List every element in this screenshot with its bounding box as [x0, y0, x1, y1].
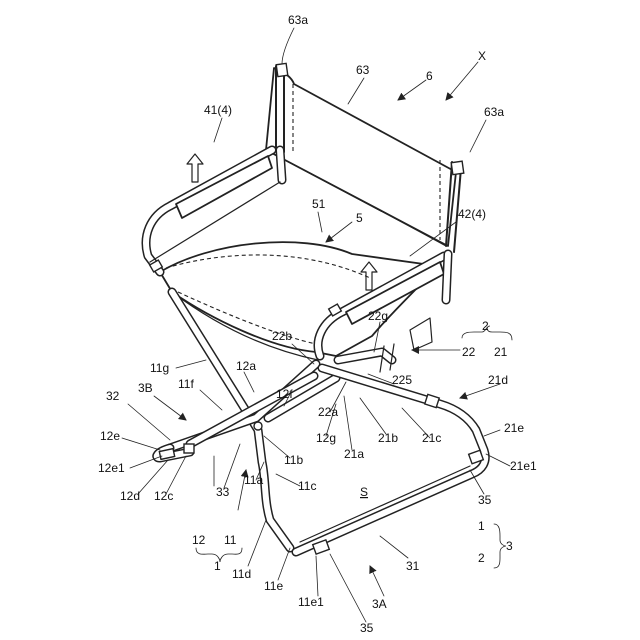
- label-3B: 3B: [138, 381, 153, 395]
- label-11c: 11c: [298, 479, 316, 493]
- label-5: 5: [356, 211, 363, 225]
- label-21a: 21a: [344, 447, 364, 461]
- pivot-33: [254, 422, 262, 430]
- label-35-bottom: 35: [360, 621, 374, 635]
- side-frame-right: [296, 344, 485, 554]
- label-11g: 11g: [150, 361, 169, 375]
- label-11: 11: [224, 533, 237, 547]
- frame-joint-21d: [425, 394, 440, 407]
- label-22a: 22a: [318, 405, 338, 419]
- label-11f: 11f: [178, 377, 194, 391]
- label-63a-right: 63a: [484, 105, 504, 119]
- label-3A: 3A: [372, 597, 387, 611]
- label-11d: 11d: [232, 567, 251, 581]
- foot-cap-12c: [184, 444, 194, 453]
- label-2: 2: [482, 319, 489, 333]
- label-12: 12: [192, 533, 206, 547]
- label-21e1: 21e1: [510, 459, 537, 473]
- label-35-right: 35: [478, 493, 492, 507]
- label-63a-top: 63a: [288, 13, 308, 27]
- label-51: 51: [312, 197, 326, 211]
- label-42-4: 42(4): [458, 207, 486, 221]
- label-33: 33: [216, 485, 230, 499]
- label-S: S: [360, 485, 368, 499]
- backrest-post-cap-left: [276, 63, 288, 76]
- label-12a: 12a: [236, 359, 256, 373]
- label-1-brace: 1: [478, 519, 485, 533]
- label-21b: 21b: [378, 431, 398, 445]
- label-41-4: 41(4): [204, 103, 232, 117]
- label-63: 63: [356, 63, 370, 77]
- lift-arrow-left-icon: [187, 154, 203, 182]
- label-6: 6: [426, 69, 433, 83]
- label-11e: 11e: [264, 579, 283, 593]
- label-11e1: 11e1: [298, 595, 324, 609]
- label-12g: 12g: [316, 431, 336, 445]
- label-X: X: [478, 49, 486, 63]
- label-12d: 12d: [120, 489, 140, 503]
- label-31: 31: [406, 559, 420, 573]
- label-12f: 12f: [276, 387, 293, 401]
- label-11b: 11b: [284, 453, 303, 467]
- backrest-post-cap-right: [451, 161, 464, 174]
- label-21: 21: [494, 345, 508, 359]
- label-12c: 12c: [154, 489, 173, 503]
- backrest: [266, 63, 464, 252]
- label-22g: 22g: [368, 309, 388, 323]
- label-22: 22: [462, 345, 476, 359]
- label-1-under: 1: [214, 559, 221, 573]
- label-32: 32: [106, 389, 120, 403]
- label-21d: 21d: [488, 373, 508, 387]
- label-12e1: 12e1: [98, 461, 125, 475]
- label-21c: 21c: [422, 431, 441, 445]
- label-21e: 21e: [504, 421, 524, 435]
- label-3: 3: [506, 539, 513, 553]
- label-225: 225: [392, 373, 412, 387]
- label-11a: 11a: [244, 473, 263, 487]
- label-2-brace: 2: [478, 551, 485, 565]
- label-22b: 22b: [272, 329, 292, 343]
- label-12e: 12e: [100, 429, 120, 443]
